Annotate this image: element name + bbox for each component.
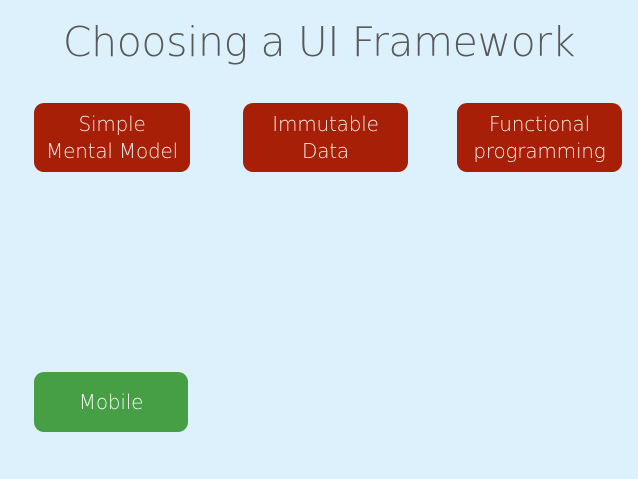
node-label: Mobile (78, 389, 144, 414)
node-label-line2: Mental Model (46, 138, 178, 163)
node-label-line2: programming (473, 138, 606, 163)
node-label-line1: Simple (78, 112, 146, 137)
node-label-line2: Data (302, 138, 349, 163)
page-title: Choosing a UI Framework (62, 18, 576, 66)
node-mobile[interactable]: Mobile (34, 372, 188, 432)
node-label-line1: Functional (489, 112, 590, 137)
node-label-line1: Immutable (272, 112, 379, 137)
